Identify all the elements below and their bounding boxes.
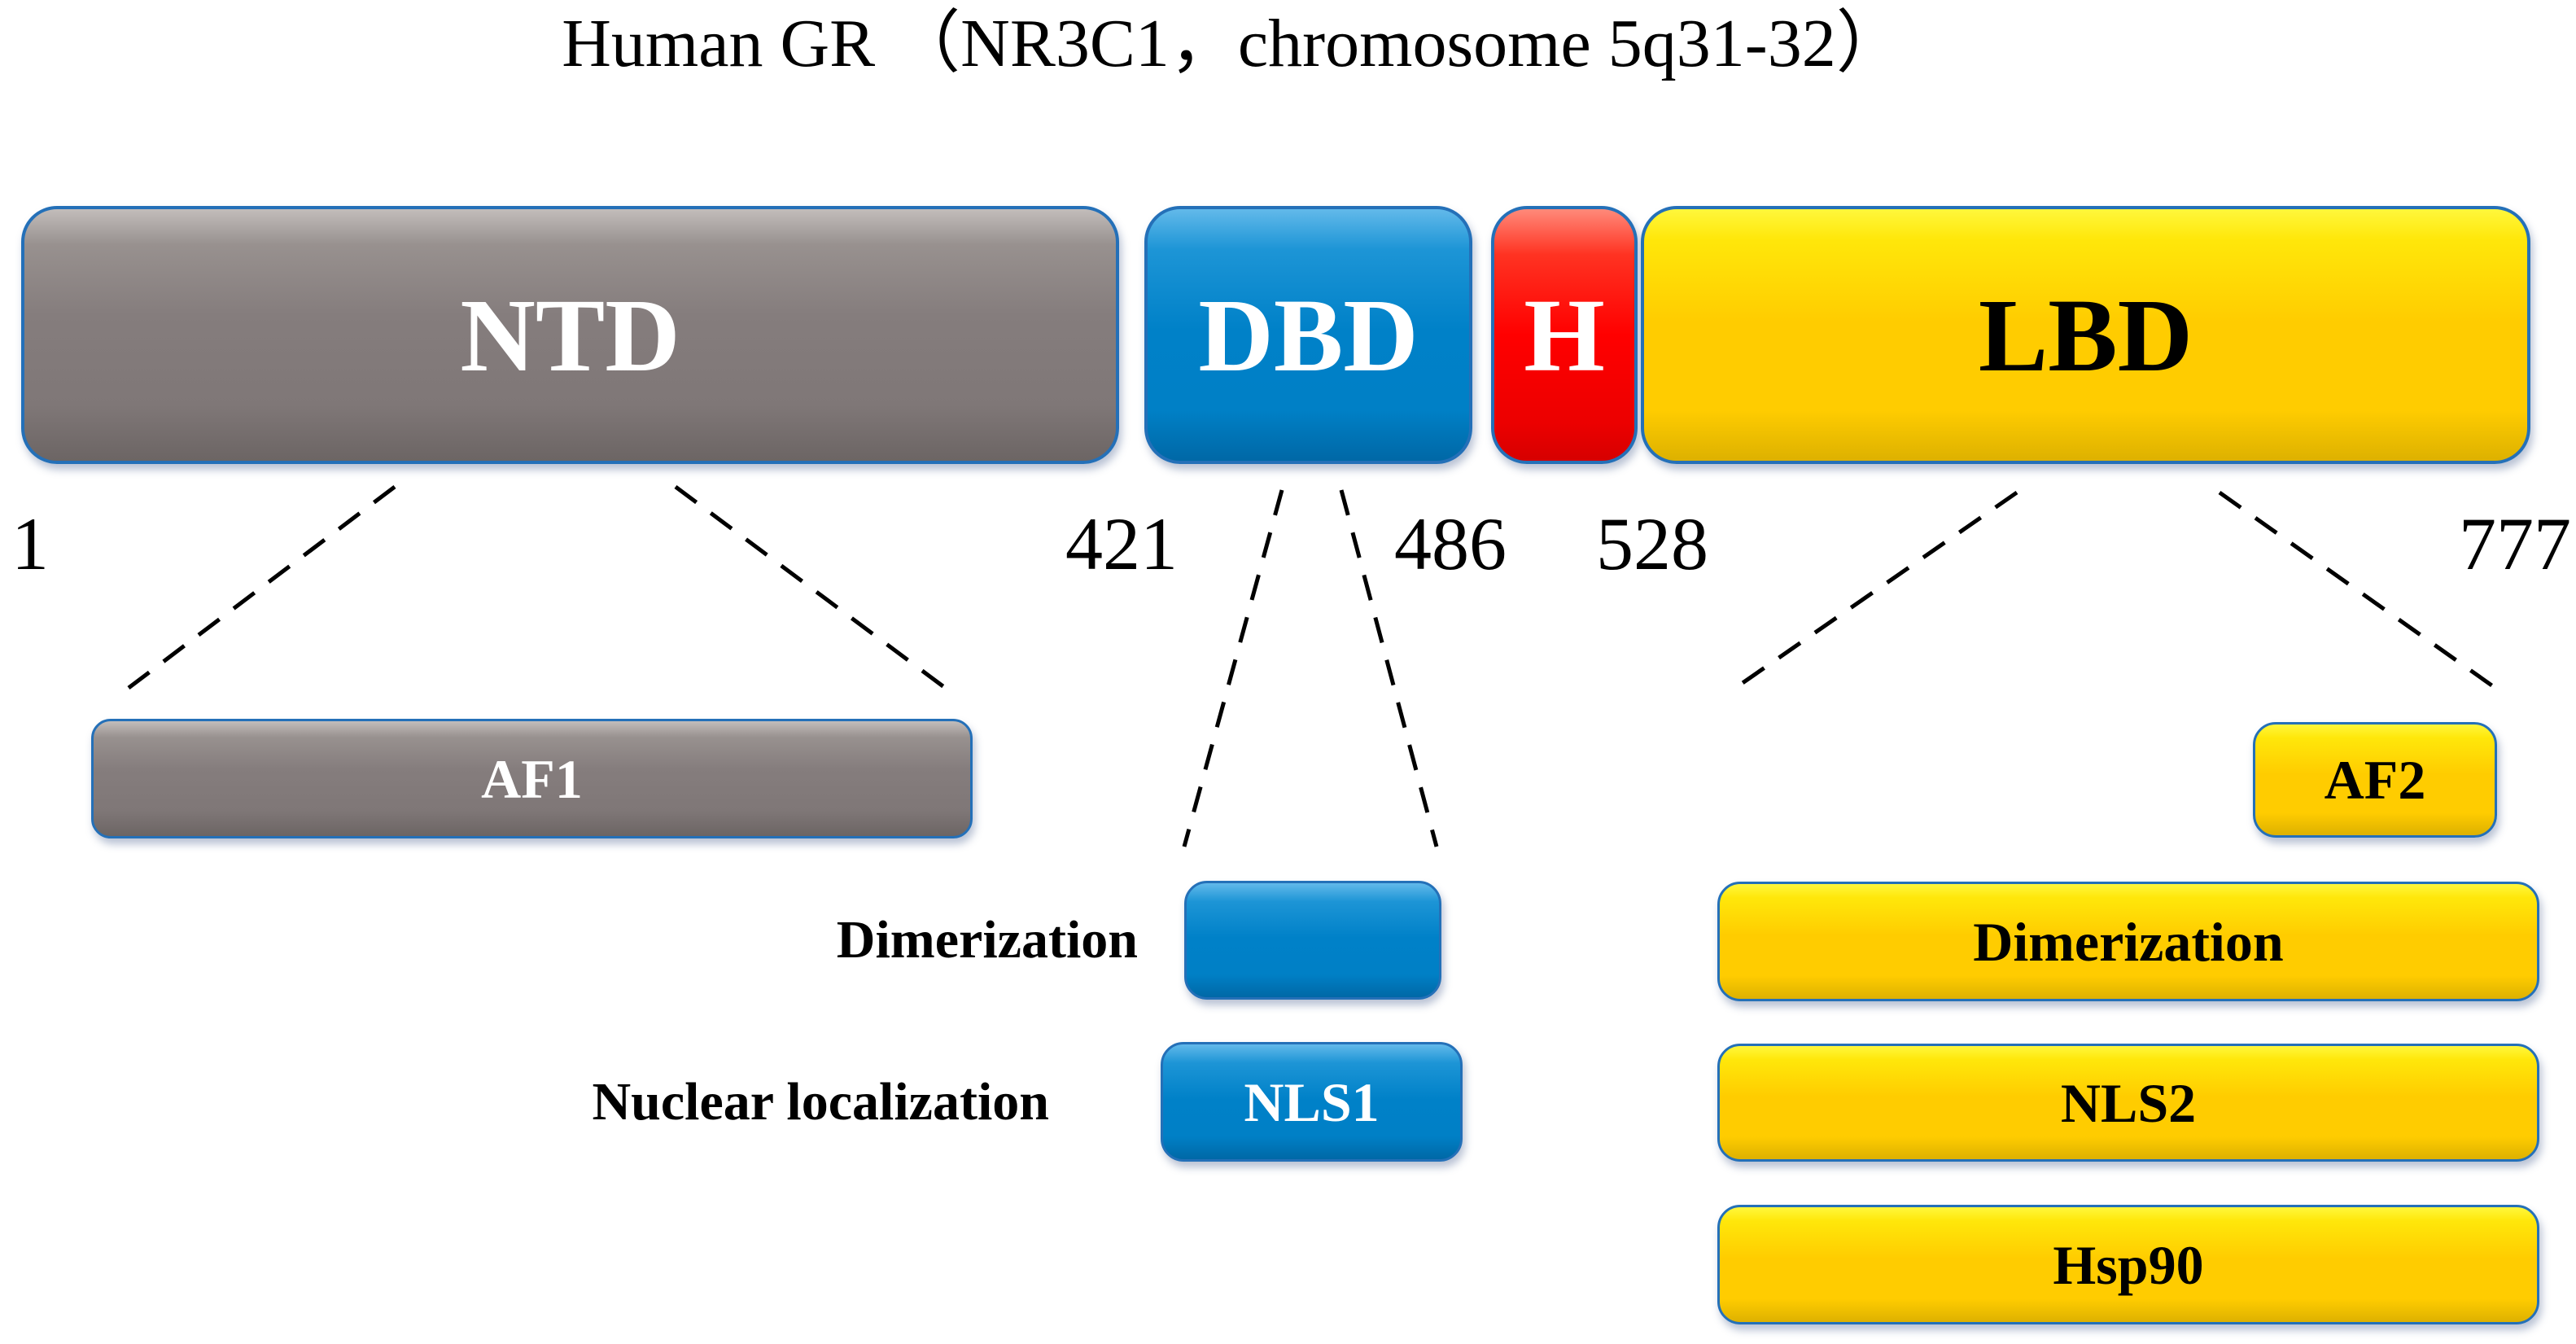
domain-lbd-label: LBD [1978, 277, 2193, 393]
domain-ntd-label: NTD [460, 277, 680, 393]
residue-number-1: 1 [11, 502, 49, 585]
feature-af1-label: AF1 [481, 747, 583, 810]
domain-hinge-label: H [1524, 277, 1605, 393]
residue-number-421: 421 [1065, 502, 1178, 585]
domain-lbd: LBD [1641, 206, 2530, 464]
feature-af2: AF2 [2253, 722, 2497, 838]
feature-af2-label: AF2 [2324, 749, 2426, 811]
feature-nls2-label: NLS2 [2060, 1071, 2197, 1134]
residue-number-486: 486 [1394, 502, 1507, 585]
feature-nls1: NLS1 [1161, 1042, 1463, 1162]
connector-dbd-right [1339, 489, 1439, 847]
connector-lbd-left [1730, 490, 2018, 693]
residue-number-528: 528 [1596, 502, 1708, 585]
domain-dbd: DBD [1144, 206, 1472, 464]
domain-hinge: H [1491, 206, 1638, 464]
feature-lbd-dimerization-label: Dimerization [1973, 910, 2284, 973]
domain-ntd: NTD [21, 206, 1119, 464]
connector-ntd-right [674, 484, 952, 694]
feature-hsp90-label: Hsp90 [2053, 1233, 2204, 1296]
label-nuclear-localization: Nuclear localization [592, 1071, 1049, 1132]
domain-dbd-label: DBD [1198, 277, 1419, 393]
feature-nls1-label: NLS1 [1244, 1070, 1380, 1133]
connector-ntd-left [127, 485, 396, 690]
feature-hsp90: Hsp90 [1717, 1205, 2539, 1324]
label-dimerization-dbd: Dimerization [836, 910, 1138, 970]
connector-lbd-right [2218, 490, 2500, 693]
residue-number-777: 777 [2459, 502, 2571, 585]
feature-af1: AF1 [91, 719, 973, 838]
feature-lbd-dimerization: Dimerization [1717, 882, 2539, 1001]
connector-dbd-left [1182, 489, 1284, 847]
feature-nls2: NLS2 [1717, 1044, 2539, 1162]
figure-title: Human GR （NR3C1，chromosome 5q31-32） [562, 6, 1905, 81]
feature-dbd-dimerization [1184, 881, 1441, 1000]
